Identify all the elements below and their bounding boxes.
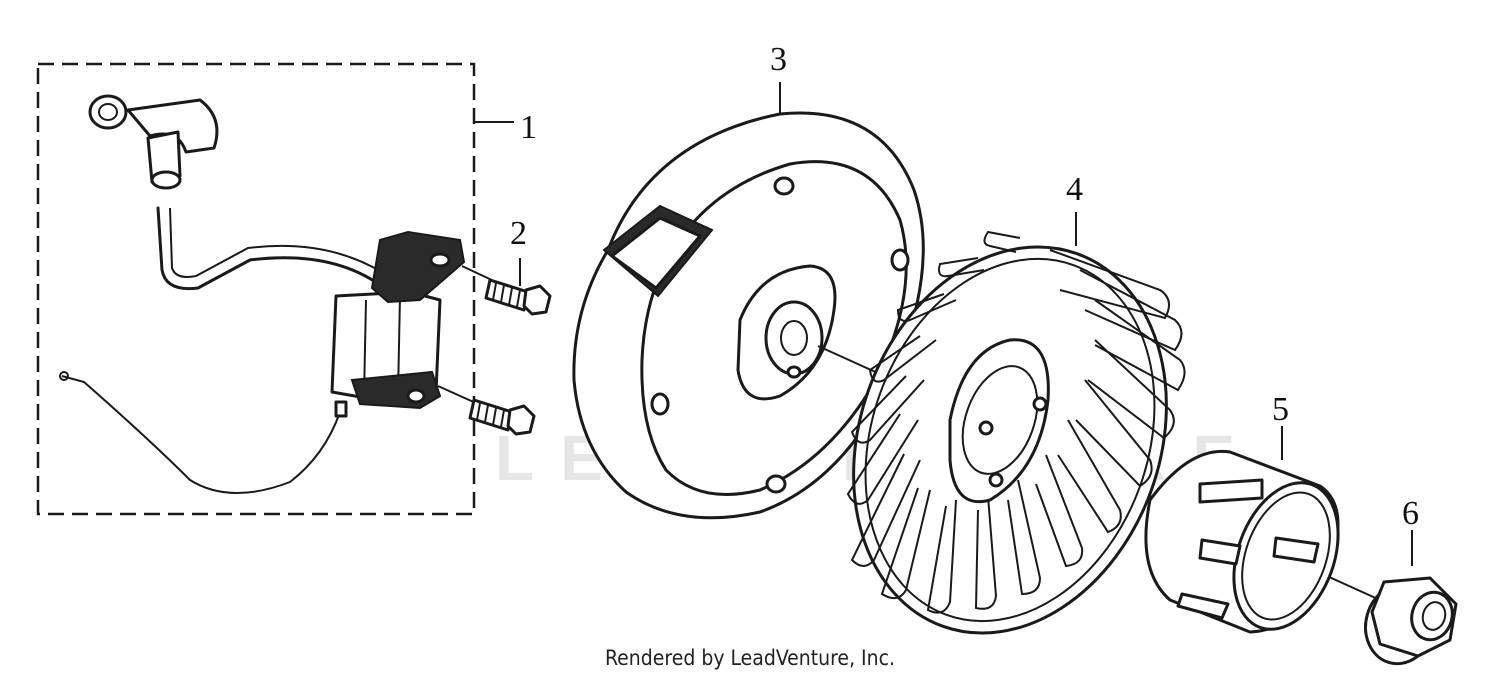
coil-body xyxy=(330,230,466,410)
high-tension-lead xyxy=(156,206,382,291)
callout-5: 5 xyxy=(1272,391,1289,428)
flange-nut xyxy=(1364,530,1458,666)
callout-6: 6 xyxy=(1402,495,1419,532)
bolt-lower xyxy=(468,398,536,436)
render-credit: Rendered by LeadVenture, Inc. xyxy=(605,646,895,670)
fan-blades xyxy=(846,230,1186,614)
ground-wire xyxy=(61,375,341,494)
callout-2: 2 xyxy=(510,215,527,252)
assembly-dashed-box xyxy=(36,62,476,516)
bolts xyxy=(437,258,552,436)
callout-3: 3 xyxy=(770,41,787,78)
starter-cup xyxy=(1144,426,1340,634)
callout-4: 4 xyxy=(1066,171,1083,208)
flywheel-magnet xyxy=(572,82,925,520)
spark-plug-cap xyxy=(88,94,219,190)
callout-1: 1 xyxy=(520,109,537,146)
cooling-fan xyxy=(846,212,1186,635)
bolt-upper xyxy=(484,278,552,316)
ignition-coil-assembly xyxy=(36,62,514,516)
